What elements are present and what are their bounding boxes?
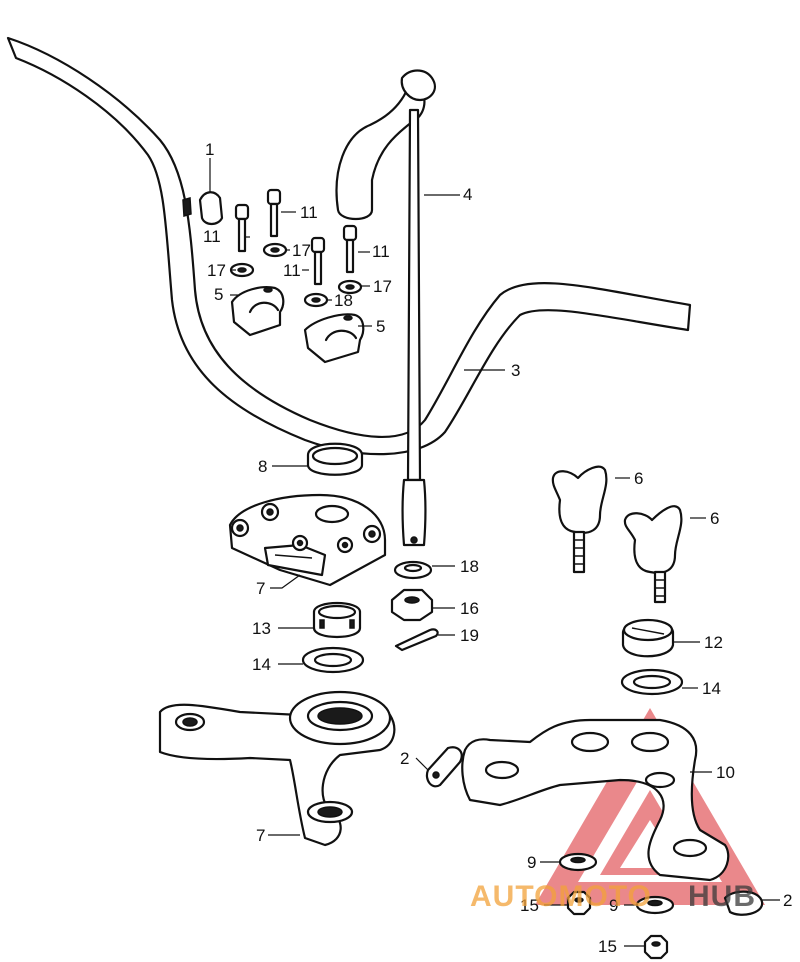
watermark-text-automoto: AUTOMOTO bbox=[470, 880, 652, 913]
callout-13: 13 bbox=[252, 619, 271, 638]
callout-5-b: 5 bbox=[376, 317, 385, 336]
callout-19: 19 bbox=[460, 626, 479, 645]
callout-17-a: 17 bbox=[207, 261, 226, 280]
callout-16: 16 bbox=[460, 599, 479, 618]
callout-2-b: 2 bbox=[783, 891, 792, 910]
leader-lines bbox=[209, 158, 780, 947]
callout-9-b: 9 bbox=[609, 896, 618, 915]
choke-lever bbox=[335, 69, 436, 547]
callout-14-a: 14 bbox=[252, 655, 271, 674]
callout-18-b: 18 bbox=[460, 557, 479, 576]
callout-3: 3 bbox=[511, 361, 520, 380]
callout-18-a: 18 bbox=[334, 291, 353, 310]
callout-9-a: 9 bbox=[527, 853, 536, 872]
collar-2-b bbox=[723, 890, 764, 916]
callout-15-b: 15 bbox=[598, 937, 617, 956]
watermark-text-hub: HUB bbox=[688, 880, 756, 913]
callout-1: 1 bbox=[205, 140, 214, 159]
washer-18-a bbox=[303, 292, 329, 308]
stud-6-b bbox=[623, 505, 683, 604]
upper-holder-5-b bbox=[303, 313, 365, 364]
callout-10: 10 bbox=[716, 763, 735, 782]
washer-17-c bbox=[337, 279, 363, 295]
callout-11-b: 11 bbox=[300, 203, 318, 222]
bolt-11-d bbox=[342, 224, 358, 274]
callout-17-c: 17 bbox=[373, 277, 392, 296]
callout-7-b: 7 bbox=[256, 826, 265, 845]
handlebar bbox=[6, 36, 692, 456]
callout-6-b: 6 bbox=[710, 509, 719, 528]
headlight-bracket-10 bbox=[461, 718, 730, 882]
nut-15-b bbox=[643, 934, 669, 960]
cushion-8 bbox=[306, 442, 364, 476]
collar-2-a bbox=[425, 746, 463, 788]
callout-11-c: 11 bbox=[283, 261, 301, 280]
nut-16 bbox=[390, 588, 434, 622]
washer-17-b bbox=[262, 242, 288, 258]
bolt-11-a bbox=[234, 203, 250, 253]
callout-11-a: 11 bbox=[203, 227, 221, 246]
bolt-11-b bbox=[266, 188, 282, 238]
upper-holder-5-a bbox=[230, 286, 285, 337]
callout-4: 4 bbox=[463, 185, 472, 204]
callout-14-b: 14 bbox=[702, 679, 721, 698]
bolt-11-c bbox=[310, 236, 326, 286]
stem-nut-13 bbox=[312, 602, 362, 638]
callout-labels: 1 4 3 11 11 11 11 17 17 17 18 5 5 8 7 18… bbox=[203, 140, 792, 956]
cap-nut-12 bbox=[621, 618, 675, 658]
callout-6-a: 6 bbox=[634, 469, 643, 488]
callout-12: 12 bbox=[704, 633, 723, 652]
nut-15-a bbox=[566, 890, 592, 916]
callout-11-d: 11 bbox=[372, 242, 390, 261]
washer-14-a bbox=[301, 646, 365, 674]
callout-5-a: 5 bbox=[214, 285, 223, 304]
cotter-pin-19 bbox=[394, 628, 439, 652]
callout-2-a: 2 bbox=[400, 749, 409, 768]
washer-14-b bbox=[620, 668, 684, 696]
top-bridge-7-upper bbox=[228, 493, 387, 587]
callout-7-a: 7 bbox=[256, 579, 265, 598]
stud-6-a bbox=[551, 465, 608, 574]
callout-15-a: 15 bbox=[520, 896, 539, 915]
clip-part-1 bbox=[182, 191, 224, 226]
washer-9-a bbox=[558, 852, 598, 872]
callout-17-b: 17 bbox=[292, 241, 311, 260]
serration-ring bbox=[288, 690, 392, 746]
bracket-7-lower bbox=[158, 690, 396, 847]
washer-18-b bbox=[393, 560, 433, 580]
watermark-text: AUTOMOTO HUB bbox=[470, 880, 756, 913]
callout-8: 8 bbox=[258, 457, 267, 476]
